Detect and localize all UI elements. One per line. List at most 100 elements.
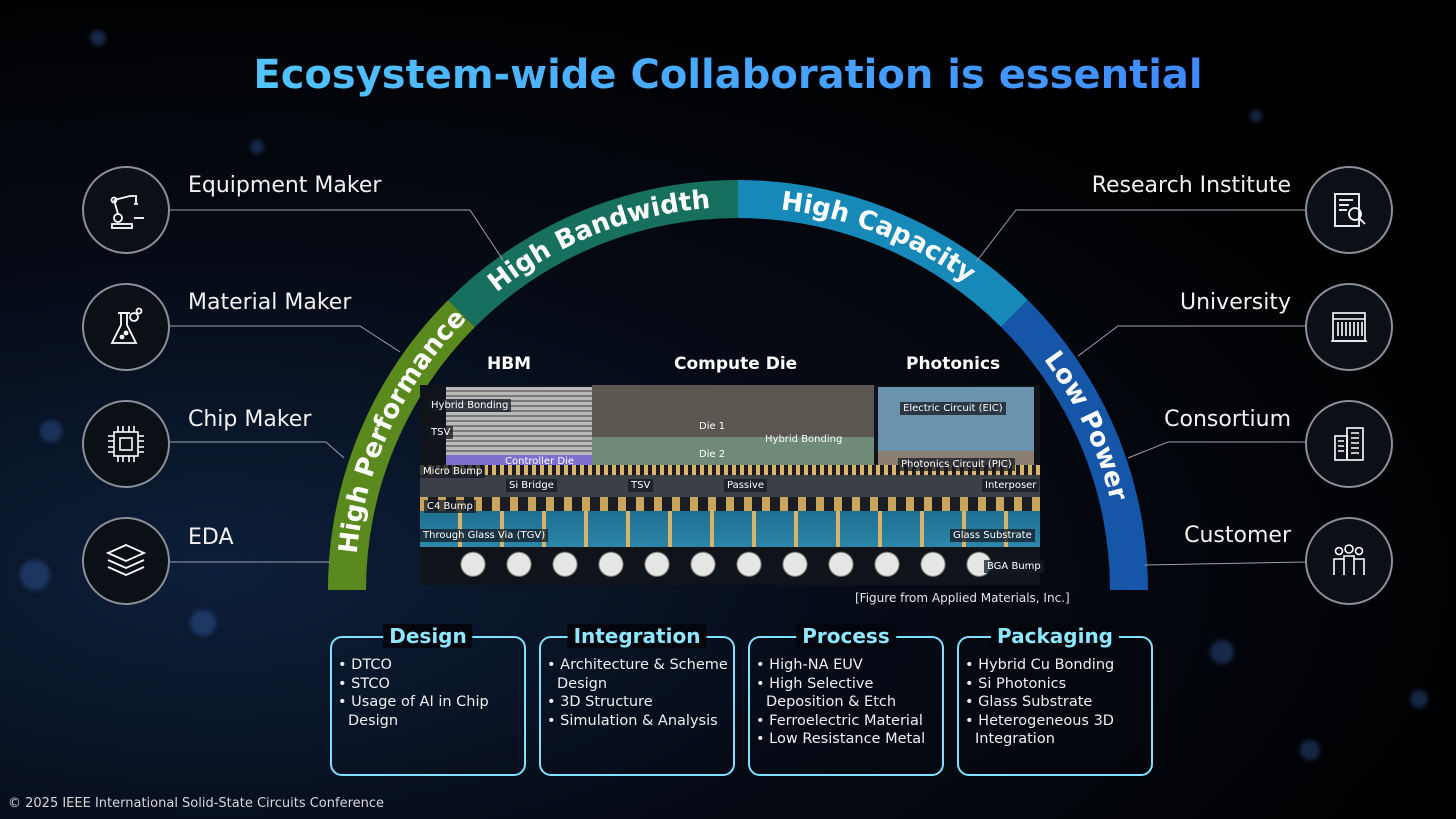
list-item: Low Resistance Metal — [754, 730, 942, 749]
list-item: High Selective Deposition & Etch — [754, 675, 942, 712]
label-si-bridge: Si Bridge — [506, 479, 557, 492]
arc-labels: Low Power — [1038, 346, 1133, 504]
package-cross-section: Hybrid Bonding TSV Controller Die Micro … — [420, 385, 1044, 585]
controller-die-layer — [446, 455, 596, 465]
bokeh-dot — [190, 610, 216, 636]
arc-segments — [328, 180, 1148, 590]
label-tsv: TSV — [628, 479, 654, 492]
label-tsv-hbm: TSV — [428, 426, 454, 439]
c4-bump-row — [420, 497, 1040, 511]
label-bga-bump: BGA Bump — [984, 560, 1044, 573]
flask-icon — [110, 307, 143, 344]
footer-copyright: © 2025 IEEE International Solid-State Ci… — [8, 796, 385, 811]
list-item: Ferroelectric Material — [754, 712, 942, 731]
consortium-icon-circle — [1305, 400, 1393, 488]
list-item: Hybrid Cu Bonding — [963, 656, 1151, 675]
list-item: Architecture & Scheme Design — [545, 656, 733, 693]
side-label-research-institute: Research Institute — [1091, 173, 1291, 198]
side-label-equipment-maker: Equipment Maker — [188, 173, 382, 198]
label-glass-substrate: Glass Substrate — [950, 529, 1035, 542]
side-label-chip-maker: Chip Maker — [188, 407, 312, 432]
university-icon-circle — [1305, 283, 1393, 371]
label-eic: Electric Circuit (EIC) — [900, 402, 1006, 415]
bokeh-dot — [250, 140, 264, 154]
list-item: 3D Structure — [545, 693, 733, 712]
label-interposer: Interposer — [982, 479, 1040, 492]
list-item: Si Photonics — [963, 675, 1151, 694]
connector-lines — [170, 209, 1307, 566]
label-controller-die: Controller Die — [505, 456, 574, 467]
box-integration: Integration Architecture & Scheme Design… — [539, 624, 735, 776]
material-maker-icon-circle — [82, 283, 170, 371]
micro-bump-row — [420, 465, 1040, 475]
box-list-process: High-NA EUV High Selective Deposition & … — [750, 638, 942, 749]
arc-segment-2 — [738, 180, 1028, 327]
side-label-eda: EDA — [188, 525, 234, 550]
list-item: Simulation & Analysis — [545, 712, 733, 731]
list-item: STCO — [336, 675, 524, 694]
side-label-customer: Customer — [1184, 523, 1291, 548]
die2-layer — [592, 437, 874, 465]
bokeh-dot — [1250, 110, 1262, 122]
bokeh-dot — [1410, 690, 1428, 708]
hbm-stack — [446, 387, 596, 455]
eic-layer — [878, 387, 1034, 451]
equipment-maker-icon-circle — [82, 166, 170, 254]
label-die2: Die 2 — [699, 449, 726, 460]
label-micro-bump: Micro Bump — [420, 465, 486, 478]
label-hybrid-bonding: Hybrid Bonding — [765, 434, 843, 445]
side-label-consortium: Consortium — [1164, 407, 1291, 432]
robot-arm-icon — [110, 195, 144, 229]
bga-bump-row — [450, 549, 1010, 583]
box-design: Design DTCO STCO Usage of AI in Chip Des… — [330, 624, 526, 776]
label-pic: Photonics Circuit (PIC) — [898, 458, 1015, 471]
university-icon — [1331, 312, 1367, 342]
people-icon — [1333, 544, 1365, 575]
arc-segment-0 — [328, 300, 475, 590]
bokeh-dot — [20, 560, 50, 590]
label-c4-bump: C4 Bump — [424, 500, 476, 513]
figure-credit: [Figure from Applied Materials, Inc.] — [855, 591, 1070, 605]
box-packaging: Packaging Hybrid Cu Bonding Si Photonics… — [957, 624, 1153, 776]
side-label-university: University — [1180, 290, 1291, 315]
label-tgv: Through Glass Via (TGV) — [420, 529, 549, 542]
box-title-integration: Integration — [567, 624, 707, 648]
box-title-process: Process — [796, 624, 896, 648]
col-label-hbm: HBM — [487, 354, 532, 374]
label-hybrid-bonding-hbm: Hybrid Bonding — [428, 399, 512, 412]
research-institute-icon-circle — [1305, 166, 1393, 254]
label-passive: Passive — [724, 479, 767, 492]
box-list-design: DTCO STCO Usage of AI in Chip Design — [332, 638, 524, 730]
page-title: Ecosystem-wide Collaboration is essentia… — [0, 52, 1456, 98]
box-process: Process High-NA EUV High Selective Depos… — [748, 624, 944, 776]
list-item: Heterogeneous 3D Integration — [963, 712, 1151, 749]
box-title-packaging: Packaging — [991, 624, 1119, 648]
chip-icon — [108, 426, 144, 462]
list-item: Glass Substrate — [963, 693, 1151, 712]
layers-icon — [105, 544, 147, 576]
box-title-design: Design — [383, 624, 473, 648]
col-label-compute-die: Compute Die — [674, 354, 798, 374]
arc-label-power: Low Power — [1038, 346, 1133, 504]
list-item: High-NA EUV — [754, 656, 942, 675]
customer-icon-circle — [1305, 517, 1393, 605]
col-label-photonics: Photonics — [906, 354, 1001, 374]
document-search-icon — [1334, 193, 1366, 227]
list-item: Usage of AI in Chip Design — [336, 693, 524, 730]
arc-labels: High Capacity — [779, 186, 981, 289]
side-label-material-maker: Material Maker — [188, 290, 352, 315]
bokeh-dot — [1210, 640, 1234, 664]
eda-icon-circle — [82, 517, 170, 605]
box-list-integration: Architecture & Scheme Design 3D Structur… — [541, 638, 733, 730]
arc-label-capacity: High Capacity — [779, 186, 981, 289]
label-die1: Die 1 — [699, 421, 726, 432]
bokeh-dot — [90, 30, 106, 46]
box-list-packaging: Hybrid Cu Bonding Si Photonics Glass Sub… — [959, 638, 1151, 749]
bokeh-dot — [40, 420, 62, 442]
chip-maker-icon-circle — [82, 400, 170, 488]
buildings-icon — [1334, 427, 1364, 461]
arc-segment-3 — [1001, 300, 1148, 590]
arc-segment-1 — [448, 180, 738, 327]
die1-layer — [592, 385, 874, 437]
list-item: DTCO — [336, 656, 524, 675]
